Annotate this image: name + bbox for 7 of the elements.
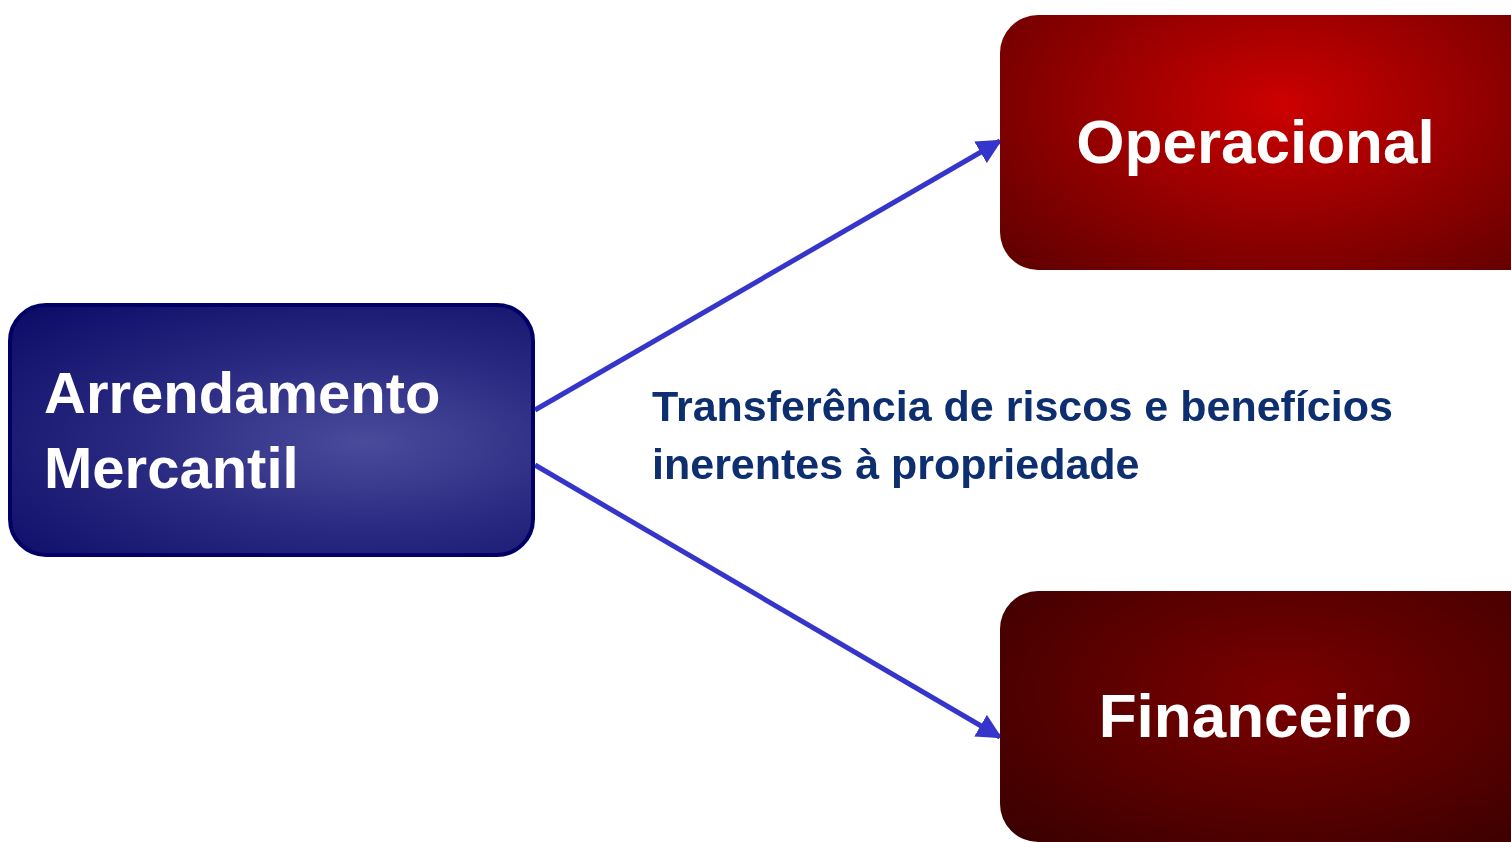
rounded-box <box>1000 15 1511 270</box>
box-label: Operacional <box>1076 106 1435 179</box>
annotation-text: Transferência de riscos e benefícios inerentes à propriedade <box>652 381 1394 490</box>
box-label: Financeiro <box>1098 680 1413 753</box>
box-label: Arrendamento Mercantil <box>44 358 442 502</box>
rounded-box <box>8 303 535 557</box>
rounded-box <box>1000 591 1511 842</box>
